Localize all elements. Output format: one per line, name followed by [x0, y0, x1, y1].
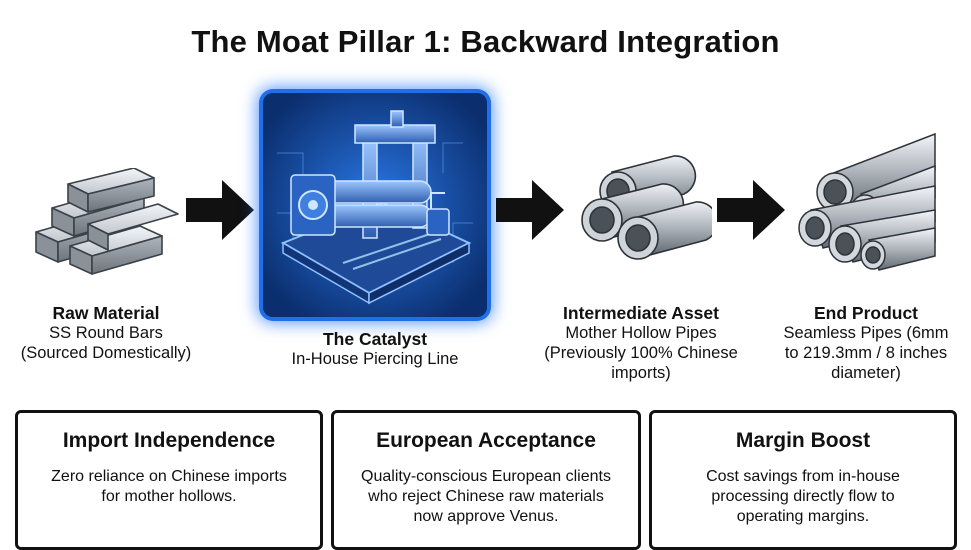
card-title: Margin Boost [735, 429, 871, 452]
stage-detail: imports) [611, 364, 671, 382]
page-title: The Moat Pillar 1: Backward Integration [191, 24, 780, 59]
stage-label-intermediate: Intermediate Asset Mother Hollow Pipes (… [532, 303, 750, 383]
benefit-card-margin-boost: Margin Boost Cost savings from in-house … [649, 410, 957, 550]
card-line: now approve Venus. [413, 508, 559, 525]
card-line: operating margins. [736, 508, 870, 525]
stage-label-end-product: End Product Seamless Pipes (6mm to 219.3… [764, 303, 968, 383]
card-title: Import Independence [62, 429, 276, 452]
card-description: Zero reliance on Chinese imports for mot… [36, 467, 302, 507]
stage-detail: Mother Hollow Pipes [565, 324, 717, 342]
card-description: Quality-conscious European clients who r… [352, 467, 620, 527]
stage-detail: (Sourced Domestically) [20, 344, 192, 362]
steel-bars-icon [30, 167, 180, 278]
stage-detail: In-House Piercing Line [291, 350, 459, 368]
seamless-pipes-icon [795, 130, 940, 280]
stage-detail: diameter) [831, 364, 901, 382]
hollow-pipes-icon [572, 150, 719, 270]
card-line: processing directly flow to [711, 488, 895, 505]
stage-heading: Raw Material [52, 303, 160, 323]
stage-detail: (Previously 100% Chinese [544, 344, 738, 362]
stage-heading: Intermediate Asset [563, 303, 719, 323]
catalyst-panel [263, 93, 487, 317]
stage-label-raw-material: Raw Material SS Round Bars (Sourced Dome… [0, 303, 212, 363]
stage-heading: End Product [813, 303, 919, 323]
piercing-machine-icon [263, 93, 487, 317]
benefit-card-european-acceptance: European Acceptance Quality-conscious Eu… [331, 410, 641, 550]
card-line: who reject Chinese raw materials [368, 488, 604, 505]
stage-detail: SS Round Bars [49, 324, 163, 342]
card-title: European Acceptance [376, 429, 596, 452]
card-description: Cost savings from in-house processing di… [670, 467, 936, 527]
stage-detail: Seamless Pipes (6mm [783, 324, 949, 342]
card-line: Quality-conscious European clients [361, 468, 611, 485]
stage-heading: The Catalyst [322, 329, 428, 349]
benefit-card-import-independence: Import Independence Zero reliance on Chi… [15, 410, 323, 550]
arrow-right-icon [186, 180, 254, 245]
stage-label-catalyst: The Catalyst In-House Piercing Line [262, 329, 488, 369]
stage-detail: to 219.3mm / 8 inches [784, 344, 948, 362]
card-line: for mother hollows. [101, 488, 237, 505]
arrow-right-icon [496, 180, 564, 245]
card-line: Cost savings from in-house [706, 468, 900, 485]
card-line: Zero reliance on Chinese imports [51, 468, 287, 485]
arrow-right-icon [717, 180, 785, 245]
